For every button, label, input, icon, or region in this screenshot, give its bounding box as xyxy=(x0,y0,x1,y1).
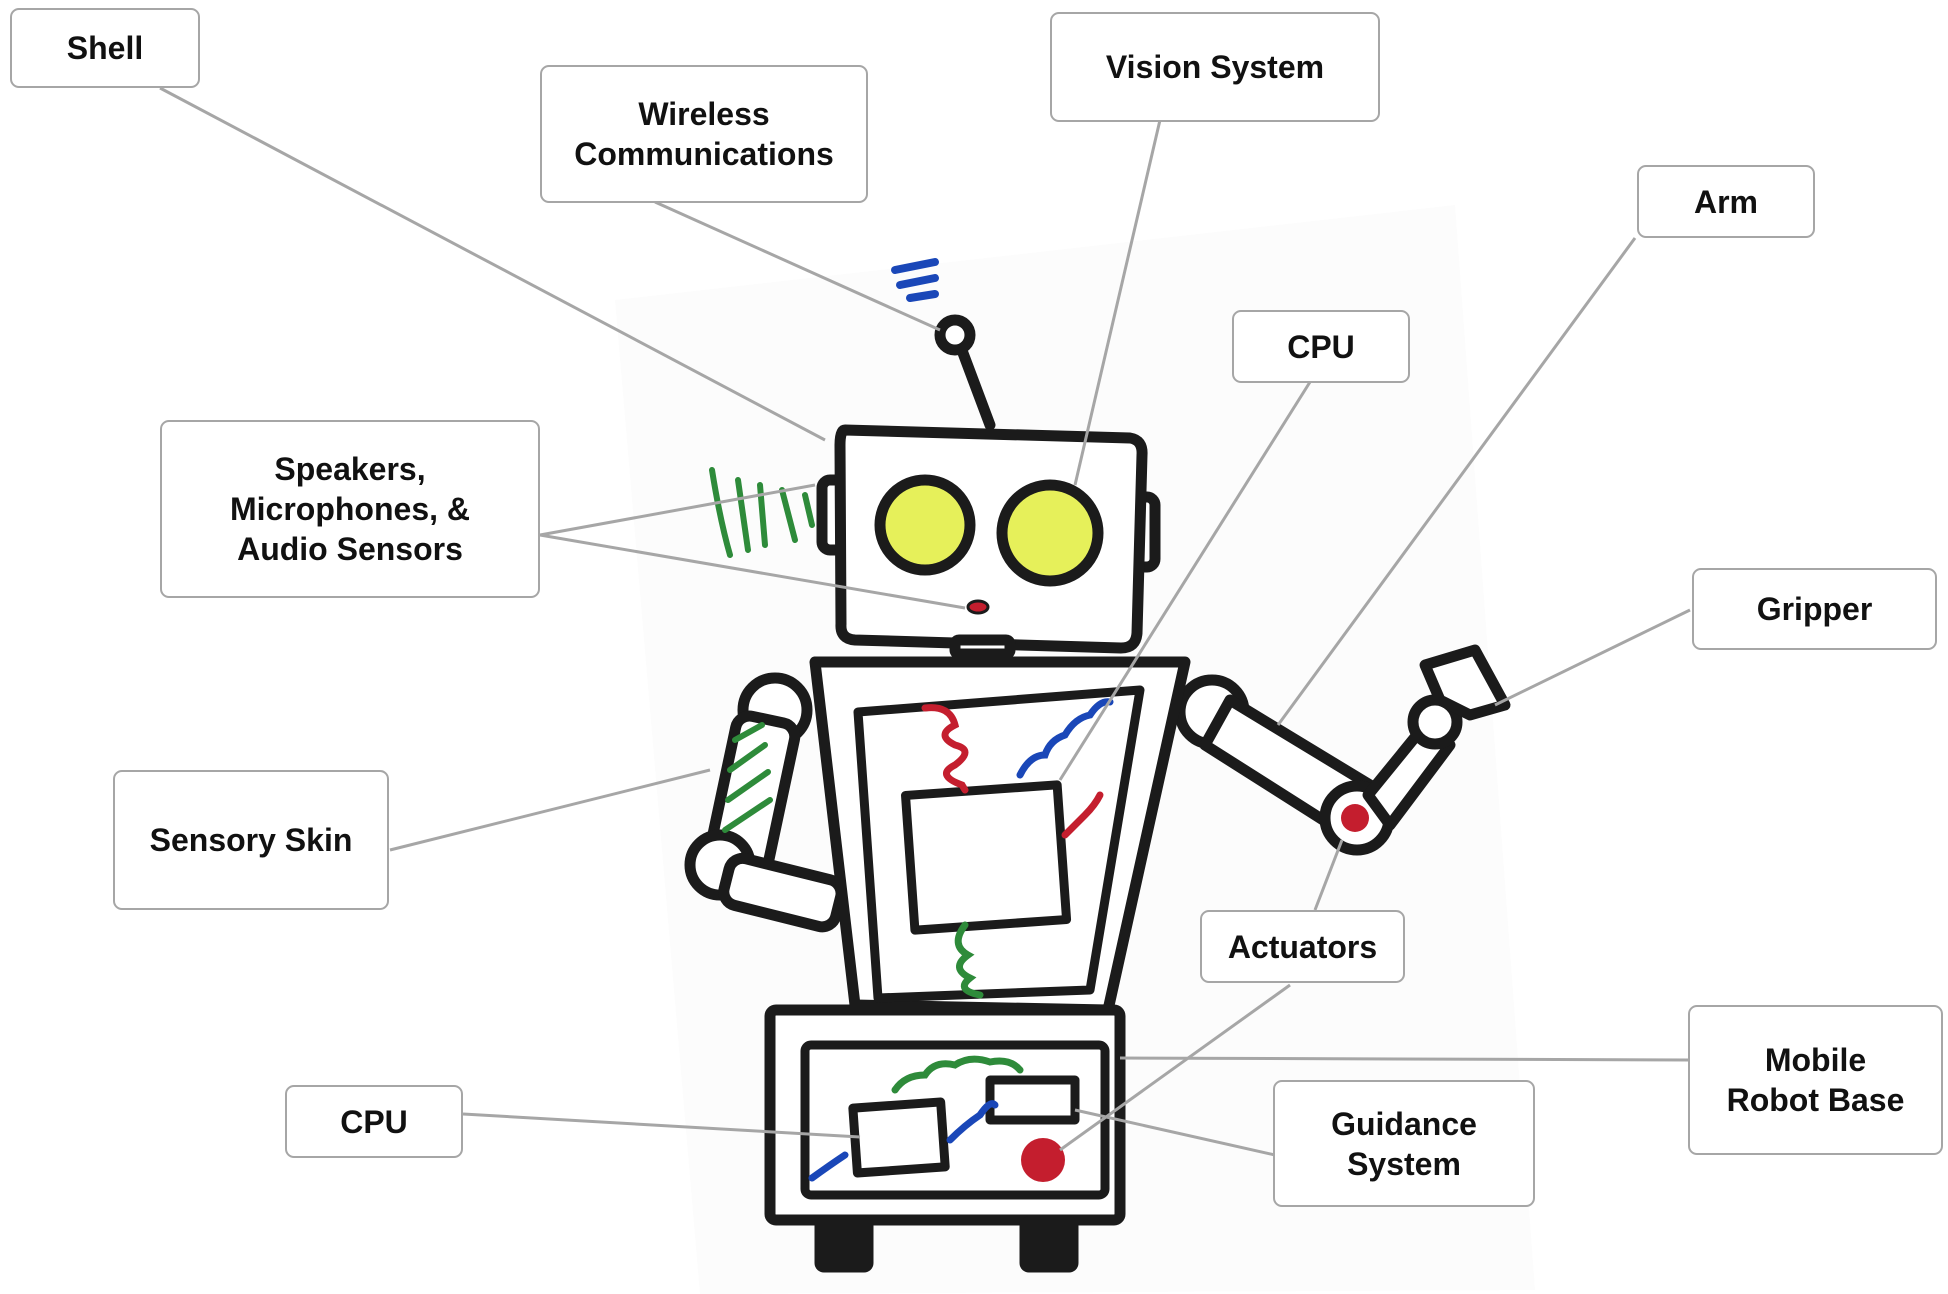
base-cpu-box xyxy=(848,1097,950,1178)
torso-cpu-box xyxy=(901,780,1072,935)
label-base-line-2: Robot Base xyxy=(1726,1082,1905,1118)
base-wire-blue-right xyxy=(946,1100,999,1144)
leader-actuators-arm xyxy=(1313,839,1344,911)
label-mobile-robot-base: Mobile Robot Base xyxy=(1688,1005,1943,1155)
label-cpu-bottom-line: CPU xyxy=(340,1103,408,1140)
base-actuator-gear xyxy=(1021,1138,1065,1182)
wheel-right xyxy=(1019,1216,1079,1273)
label-sensory-skin: Sensory Skin xyxy=(113,770,389,910)
label-gripper-line: Gripper xyxy=(1756,591,1873,627)
antenna-tip xyxy=(934,314,976,356)
label-audio-line-3: Audio Sensors xyxy=(237,531,463,567)
label-vision-system: Vision System xyxy=(1050,12,1380,122)
leader-arm xyxy=(1276,237,1637,726)
wheel-left xyxy=(814,1216,874,1273)
sound-waves xyxy=(709,467,815,558)
leader-vision xyxy=(1073,119,1162,486)
label-audio-line-1: Speakers, xyxy=(274,451,426,487)
base-wire-green xyxy=(891,1055,1024,1094)
label-gripper: Gripper xyxy=(1692,568,1937,650)
label-guidance-line-1: Guidance xyxy=(1331,1105,1477,1142)
label-arm-line: Arm xyxy=(1693,183,1758,220)
leader-guidance xyxy=(1074,1108,1276,1157)
gripper-hand xyxy=(1419,644,1511,721)
torso-wire-red xyxy=(921,704,969,794)
label-cpu-top: CPU xyxy=(1232,310,1410,383)
eye-left xyxy=(874,474,976,576)
torso-wire-blue xyxy=(1016,698,1114,779)
label-shell-line: Shell xyxy=(66,30,144,66)
leader-actuators-base xyxy=(1059,983,1291,1152)
robot-neck xyxy=(949,634,1016,660)
label-skin-line: Sensory Skin xyxy=(149,822,353,858)
label-cpu-bottom: CPU xyxy=(285,1085,463,1158)
leader-audio-2 xyxy=(539,533,966,610)
wireless-signal xyxy=(891,258,939,302)
leader-cpu-bottom xyxy=(462,1112,861,1139)
antenna-stick xyxy=(954,339,996,431)
torso-wire-red-2 xyxy=(1061,791,1104,839)
label-actuators-line: Actuators xyxy=(1227,928,1378,965)
leader-base xyxy=(1119,1056,1691,1062)
label-cpu-top-line: CPU xyxy=(1287,328,1355,365)
leader-audio-1 xyxy=(539,483,816,537)
torso-wire-green xyxy=(954,921,984,999)
base-guidance-box xyxy=(985,1075,1080,1125)
label-actuators: Actuators xyxy=(1200,910,1405,983)
base-panel xyxy=(800,1040,1110,1200)
sensory-skin-hatch xyxy=(722,722,773,833)
eye-right xyxy=(996,479,1104,587)
elbow-actuator-gear xyxy=(1341,804,1369,832)
label-arm: Arm xyxy=(1637,165,1815,238)
label-wireless-communications: Wireless Communications xyxy=(540,65,868,203)
label-base-line-1: Mobile xyxy=(1764,1042,1867,1078)
base-wire-blue-left xyxy=(808,1151,849,1182)
label-shell: Shell xyxy=(10,8,200,88)
label-wireless-line-1: Wireless xyxy=(638,96,770,132)
label-wireless-line-2: Communications xyxy=(574,136,834,172)
label-audio-line-2: Microphones, & xyxy=(229,491,470,527)
robot-mouth xyxy=(966,599,990,615)
leader-gripper xyxy=(1494,608,1691,707)
leader-cpu-top xyxy=(1058,381,1312,781)
leader-shell xyxy=(159,86,826,442)
label-guidance-line-2: System xyxy=(1347,1145,1461,1182)
torso-panel xyxy=(853,685,1145,1003)
label-vision-line: Vision System xyxy=(1105,49,1325,85)
leader-wireless xyxy=(654,200,941,332)
label-guidance-system: Guidance System xyxy=(1273,1080,1535,1207)
label-speakers-microphones-audio: Speakers, Microphones, & Audio Sensors xyxy=(160,420,540,598)
leader-skin xyxy=(389,768,711,852)
